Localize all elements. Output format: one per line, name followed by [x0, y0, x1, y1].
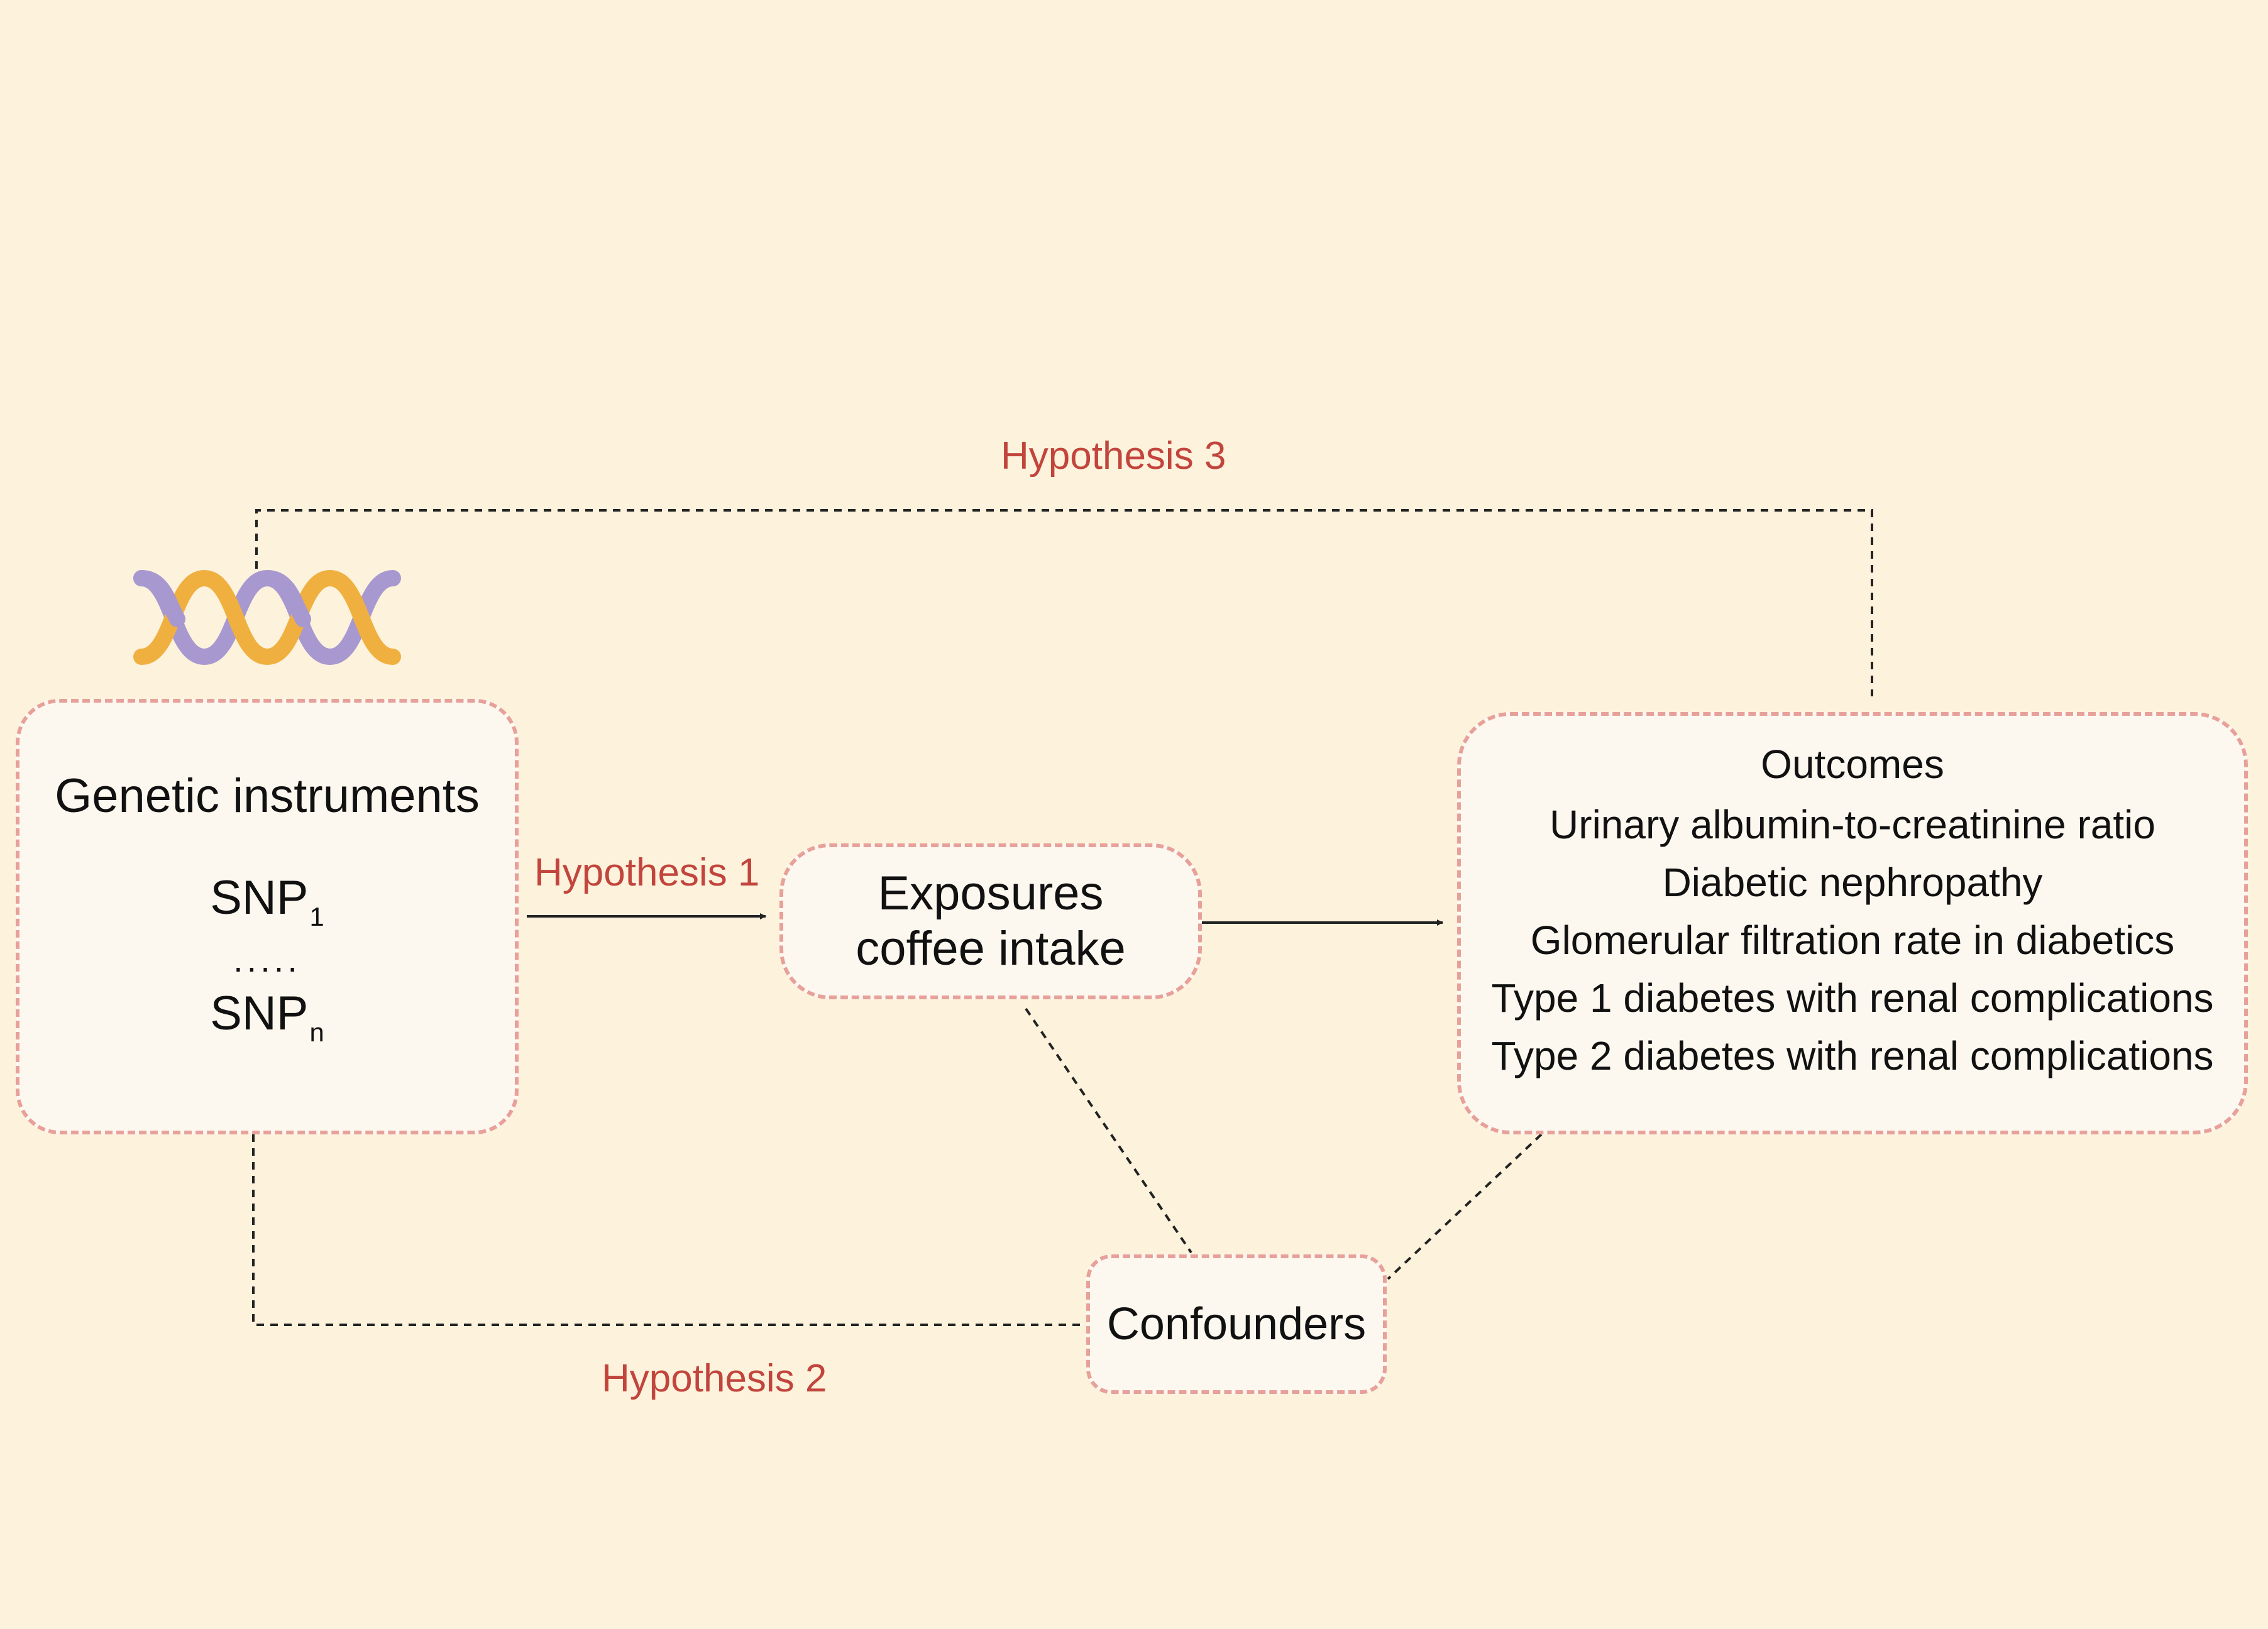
- outcome-item: Diabetic nephropathy: [1662, 860, 2043, 905]
- hypothesis-3-connector: [255, 509, 1873, 696]
- dna-helix-icon: [133, 569, 401, 666]
- genetic-instruments-box: Genetic instruments SNP1 ..... SNPn: [16, 699, 519, 1134]
- snp-n-text: SNP: [210, 987, 309, 1040]
- snp-n-subscript: n: [309, 1017, 324, 1047]
- outcome-confounder-connector: [1387, 1133, 1543, 1280]
- outcome-item: Type 2 diabetes with renal complications: [1491, 1033, 2214, 1078]
- snp-1-text: SNP: [210, 871, 309, 924]
- hypothesis-2-connector: [252, 1134, 1086, 1326]
- confounders-label: Confounders: [1106, 1299, 1367, 1349]
- exposure-confounder-connector: [1025, 1007, 1192, 1254]
- hypothesis-2-label: Hypothesis 2: [602, 1357, 827, 1400]
- outcomes-box: Outcomes Urinary albumin-to-creatinine r…: [1457, 712, 2248, 1134]
- confounders-box: Confounders: [1086, 1254, 1387, 1394]
- genetic-instruments-title: Genetic instruments: [55, 769, 480, 823]
- exposures-title: Exposures: [878, 867, 1104, 920]
- exposures-box: Exposures coffee intake: [779, 843, 1202, 999]
- hypothesis-1-label: Hypothesis 1: [534, 851, 760, 894]
- exposure-coffee-intake: coffee intake: [856, 922, 1126, 975]
- outcome-item: Type 1 diabetes with renal complications: [1491, 975, 2214, 1021]
- hypothesis-3-label: Hypothesis 3: [1001, 434, 1226, 478]
- outcome-item: Urinary albumin-to-creatinine ratio: [1550, 802, 2155, 847]
- snp-1-subscript: 1: [309, 901, 324, 931]
- outcomes-title: Outcomes: [1761, 742, 1944, 787]
- snp-n-label: SNPn: [210, 986, 324, 1047]
- outcome-item: Glomerular filtration rate in diabetics: [1530, 918, 2175, 963]
- snp-ellipsis: .....: [233, 940, 301, 979]
- snp-1-label: SNP1: [210, 870, 324, 931]
